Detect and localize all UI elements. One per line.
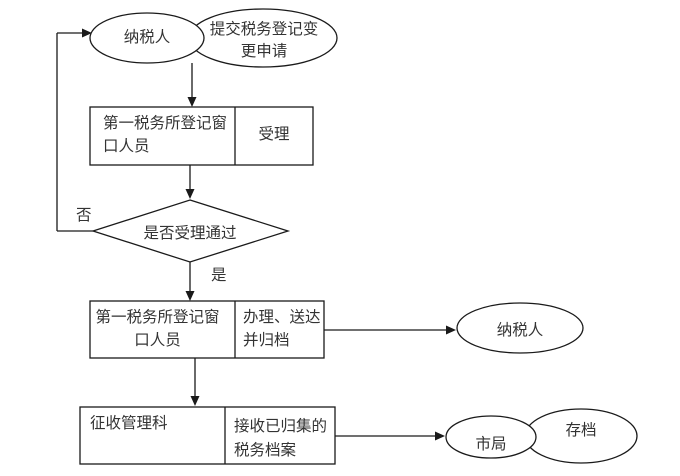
node-accept-box [89,106,314,166]
arrowhead-into-collection-box [190,396,200,406]
submit-application-label-line2: 更申请 [240,41,288,60]
arrowhead-into-taxpayer-start [82,28,92,38]
node-city-bureau-ellipse [445,415,537,459]
node-collection-box [79,406,336,465]
node-taxpayer-end-ellipse [456,302,584,354]
edge-no-label: 否 [76,206,92,224]
accept-box-actor-line2: 口人员 [103,136,150,155]
process-box-actor-line1: 第一税务所登记窗 [95,308,220,326]
process-box-action-label: 办理、送达 并归档 [243,306,321,351]
accept-box-action-label: 受理 [258,124,290,143]
accept-box-actor-line1: 第一税务所登记窗 [103,114,228,132]
arrowhead-into-city-bureau [435,431,445,441]
collection-box-action-line1: 接收已归集的 [234,417,328,435]
arrowhead-into-accept-box [187,97,197,107]
collection-box-actor-label: 征收管理科 [90,414,168,432]
decision-label: 是否受理通过 [143,224,237,242]
arrowhead-into-decision [185,189,195,199]
archive-label: 存档 [565,421,597,439]
collection-box-action-line2: 税务档案 [234,440,297,459]
taxpayer-end-label: 纳税人 [496,321,544,339]
submit-application-label: 提交税务登记变 更申请 [196,19,332,62]
city-bureau-label: 市局 [475,435,507,453]
node-process-box [89,300,325,359]
accept-box-actor-label: 第一税务所登记窗 口人员 [103,112,227,157]
taxpayer-start-label: 纳税人 [123,28,171,46]
process-box-action-line2: 并归档 [243,330,290,349]
process-box-action-line1: 办理、送达 [243,308,321,326]
node-taxpayer-start-ellipse [89,12,205,64]
arrowhead-into-process-box [185,291,195,301]
process-box-actor-label: 第一税务所登记窗 口人员 [92,306,223,351]
submit-application-label-line1: 提交税务登记变 [209,20,319,38]
process-box-actor-line2: 口人员 [134,330,181,349]
edge-yes-label: 是 [211,266,227,284]
arrowhead-into-taxpayer-end [446,325,456,335]
collection-box-action-label: 接收已归集的 税务档案 [234,415,327,462]
